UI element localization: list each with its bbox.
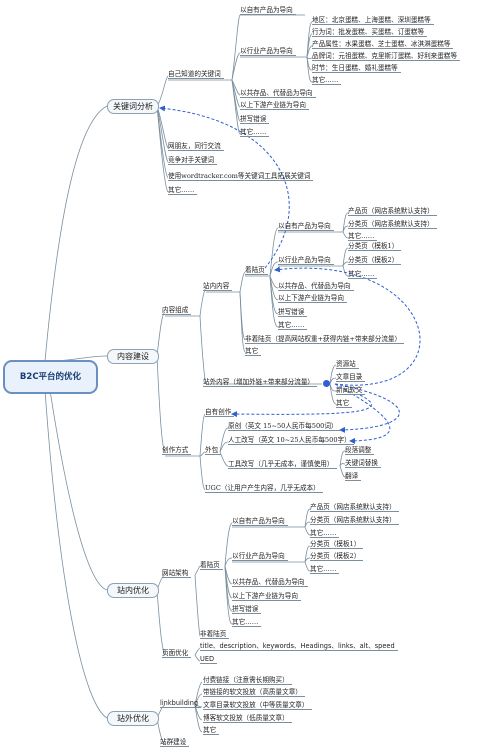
node-site-group[interactable]: 站群建设: [160, 738, 190, 747]
node-typo[interactable]: 拼写错误: [232, 605, 262, 614]
edge-root-offsite: [44, 389, 108, 719]
node-page-item[interactable]: 分类页（模板1）: [348, 242, 402, 251]
node-non-landing[interactable]: 非着陆页（提高网站权重+获得内链+带来部分流量）: [245, 335, 405, 344]
edge-root-onsite: [49, 389, 108, 591]
node-netfriends[interactable]: 网朋友，同行交流: [168, 142, 224, 151]
node-onsite-content[interactable]: 站内内容: [203, 282, 233, 291]
node-industry-item[interactable]: 品牌词：元祖蛋糕、克里斯汀蛋糕、好利来蛋糕等: [312, 52, 461, 61]
node-other[interactable]: 其它……: [240, 128, 270, 137]
node-page-item[interactable]: 分类页（模板2）: [310, 552, 364, 561]
node-landing[interactable]: 着陆页: [200, 561, 223, 570]
relation-anchor-dot: [323, 380, 330, 387]
root-node[interactable]: B2C平台的优化: [3, 360, 98, 394]
node-offsite-item[interactable]: 资源站: [336, 360, 359, 369]
node-industry-item[interactable]: 时节：生日蛋糕、婚礼蛋糕等: [312, 64, 401, 73]
node-typo[interactable]: 拼写错误: [240, 115, 270, 124]
branch-offsite-opt[interactable]: 站外优化: [107, 711, 159, 726]
node-outsource[interactable]: 外包: [205, 446, 222, 455]
node-page-item[interactable]: 其它……: [310, 565, 340, 574]
node-share-stock[interactable]: 以共存品、代替品为导向: [278, 282, 354, 291]
node-competitor[interactable]: 竞争对手关键词: [168, 156, 218, 165]
node-other[interactable]: 其它: [245, 347, 262, 356]
node-page-opt-item[interactable]: UED: [200, 655, 218, 664]
edge-root-keywords: [44, 105, 108, 362]
relation-arrow-offsite-original: [334, 383, 400, 433]
node-offsite-item[interactable]: 其它: [336, 399, 353, 408]
node-industry-item[interactable]: 其它……: [312, 76, 342, 85]
node-page-item[interactable]: 分类页（模板1）: [310, 540, 364, 549]
node-page-item[interactable]: 分类页（模板2）: [348, 256, 402, 265]
node-own-product[interactable]: 以自有产品为导向: [278, 222, 334, 231]
node-link-item[interactable]: 博客软文投放（低质量文章）: [203, 714, 292, 723]
node-outsource-item[interactable]: 原创（英文 15~50人民币每500词）: [228, 422, 341, 431]
node-link-item[interactable]: 付费链接（注意需长期购买）: [203, 676, 292, 685]
node-updown[interactable]: 以上下游产业链为导向: [240, 101, 309, 110]
relation-arrow-keywords-landing: [159, 105, 290, 269]
node-own-product[interactable]: 以自有产品为导向: [232, 517, 288, 526]
node-typo[interactable]: 拼写错误: [278, 308, 308, 317]
node-outsource-item[interactable]: 工具改写（几乎无成本，谨慎使用）: [228, 460, 337, 469]
node-page-opt-item[interactable]: title、description、keywords、Headings、link…: [200, 642, 398, 651]
relation-arrow-offsite-landing: [274, 266, 421, 386]
node-share-stock[interactable]: 以共存品、代替品为导向: [232, 578, 308, 587]
node-updown[interactable]: 以上下游产业链为导向: [232, 592, 301, 601]
node-industry-item[interactable]: 地区：北京蛋糕、上海蛋糕、深圳蛋糕等: [312, 16, 434, 25]
node-industry[interactable]: 以行业产品为导向: [278, 256, 334, 265]
node-wordtracker[interactable]: 使用wordtracker.com等关键词工具拓展关键词: [168, 172, 314, 181]
node-outsource-item[interactable]: 人工改写（英文 10~25人民币每500字）: [228, 436, 354, 445]
node-page-item[interactable]: 分类页（网店系统默认支持）: [310, 516, 399, 525]
node-page-opt[interactable]: 页面优化: [162, 649, 192, 658]
node-linkbuilding[interactable]: linkbuilding: [160, 699, 202, 708]
node-rewrite-item[interactable]: 翻译: [345, 472, 362, 481]
node-industry-item[interactable]: 行为词：批发蛋糕、买蛋糕、订蛋糕等: [312, 28, 428, 37]
node-link-item[interactable]: 其它: [203, 726, 220, 735]
node-page-item[interactable]: 产品页（网店系统默认支持）: [348, 207, 437, 216]
node-non-landing[interactable]: 非着陆页: [200, 630, 230, 639]
node-creation[interactable]: 创作方式: [162, 446, 192, 455]
node-offsite-content[interactable]: 站外内容（增加外链+带来部分流量）: [203, 378, 318, 387]
node-page-item[interactable]: 其它……: [310, 529, 340, 538]
node-page-item[interactable]: 其它……: [348, 232, 378, 241]
node-rewrite-item[interactable]: 段落调整: [345, 446, 375, 455]
node-offsite-item[interactable]: 文章目录: [336, 373, 366, 382]
node-self-create[interactable]: 自有创作: [205, 408, 235, 417]
node-updown[interactable]: 以上下游产业链为导向: [278, 294, 347, 303]
node-ugc[interactable]: UGC（让用户产生内容，几乎无成本）: [205, 484, 323, 493]
node-known-keywords[interactable]: 自己知道的关键词: [168, 70, 224, 79]
node-share-stock[interactable]: 以共存品、代替品为导向: [240, 89, 316, 98]
node-industry-item[interactable]: 产品属性：水果蛋糕、芝士蛋糕、冰淇淋蛋糕等: [312, 40, 454, 49]
node-other[interactable]: 其它……: [232, 618, 262, 627]
node-link-item[interactable]: 文章目录软文投放（中等质量文章）: [203, 701, 312, 710]
node-link-item[interactable]: 带链接的软文投放（高质量文章）: [203, 688, 305, 697]
node-other[interactable]: 其它……: [278, 321, 308, 330]
node-industry[interactable]: 以行业产品为导向: [240, 47, 296, 56]
node-industry[interactable]: 以行业产品为导向: [232, 552, 288, 561]
node-own-product[interactable]: 以自有产品为导向: [240, 6, 296, 15]
node-composition[interactable]: 内容组成: [162, 306, 192, 315]
node-page-item[interactable]: 其它……: [348, 270, 378, 279]
relation-arrow-offsite-selfcreate: [231, 394, 372, 418]
branch-content[interactable]: 内容建设: [107, 349, 159, 364]
node-landing[interactable]: 着陆页: [245, 266, 268, 275]
node-page-item[interactable]: 产品页（网店系统默认支持）: [310, 503, 399, 512]
branch-keywords[interactable]: 关键词分析: [107, 99, 159, 114]
node-page-item[interactable]: 分类页（网店系统默认支持）: [348, 220, 437, 229]
node-offsite-item[interactable]: 新闻软文: [336, 386, 366, 395]
branch-onsite-opt[interactable]: 站内优化: [107, 583, 159, 598]
node-architecture[interactable]: 网站架构: [162, 569, 192, 578]
node-rewrite-item[interactable]: 关键词替换: [345, 459, 381, 468]
node-other[interactable]: 其它……: [168, 186, 198, 195]
